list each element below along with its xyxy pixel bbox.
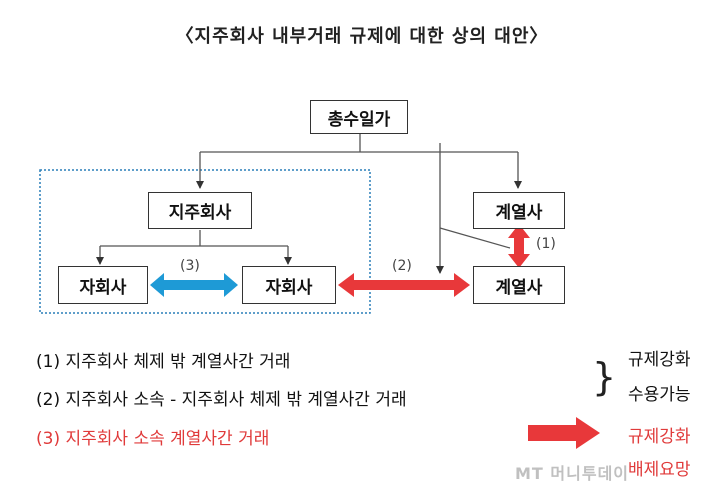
watermark-logo: MT 머니투데이 xyxy=(515,464,630,483)
legend-red-arrow xyxy=(528,417,600,449)
node-subsidiary-right: 자회사 xyxy=(242,266,336,304)
legend-item-2: (2) 지주회사 소속 - 지주회사 체제 밖 계열사간 거래 xyxy=(36,390,407,410)
arrow-1-vertical xyxy=(508,224,530,268)
diagonal-pointer-line xyxy=(439,227,511,249)
arrow-2-horizontal xyxy=(338,273,470,297)
node-subsidiary-left: 자회사 xyxy=(58,266,148,304)
legend-item-1: (1) 지주회사 체제 밖 계열사간 거래 xyxy=(36,352,291,372)
note-strengthen-red: 규제강화 xyxy=(628,427,691,447)
legend-item-3: (3) 지주회사 소속 계열사간 거래 xyxy=(36,429,270,449)
diagram-title: 〈지주회사 내부거래 규제에 대한 상의 대안〉 xyxy=(175,26,549,47)
brace-icon: } xyxy=(592,355,617,399)
node-owner: 총수일가 xyxy=(310,100,408,134)
node-affiliate-top: 계열사 xyxy=(473,192,565,229)
holding-group-border xyxy=(39,169,371,314)
node-affiliate-bottom: 계열사 xyxy=(473,266,565,304)
edge-label-3: (3) xyxy=(180,258,200,274)
edge-label-1: (1) xyxy=(536,236,556,252)
note-accept: 수용가능 xyxy=(628,385,691,405)
arrow-3-horizontal xyxy=(150,273,238,297)
note-exclude-red: 배제요망 xyxy=(628,460,691,480)
node-holding: 지주회사 xyxy=(148,192,252,229)
note-strengthen: 규제강화 xyxy=(628,350,691,370)
edge-label-2: (2) xyxy=(392,258,412,274)
